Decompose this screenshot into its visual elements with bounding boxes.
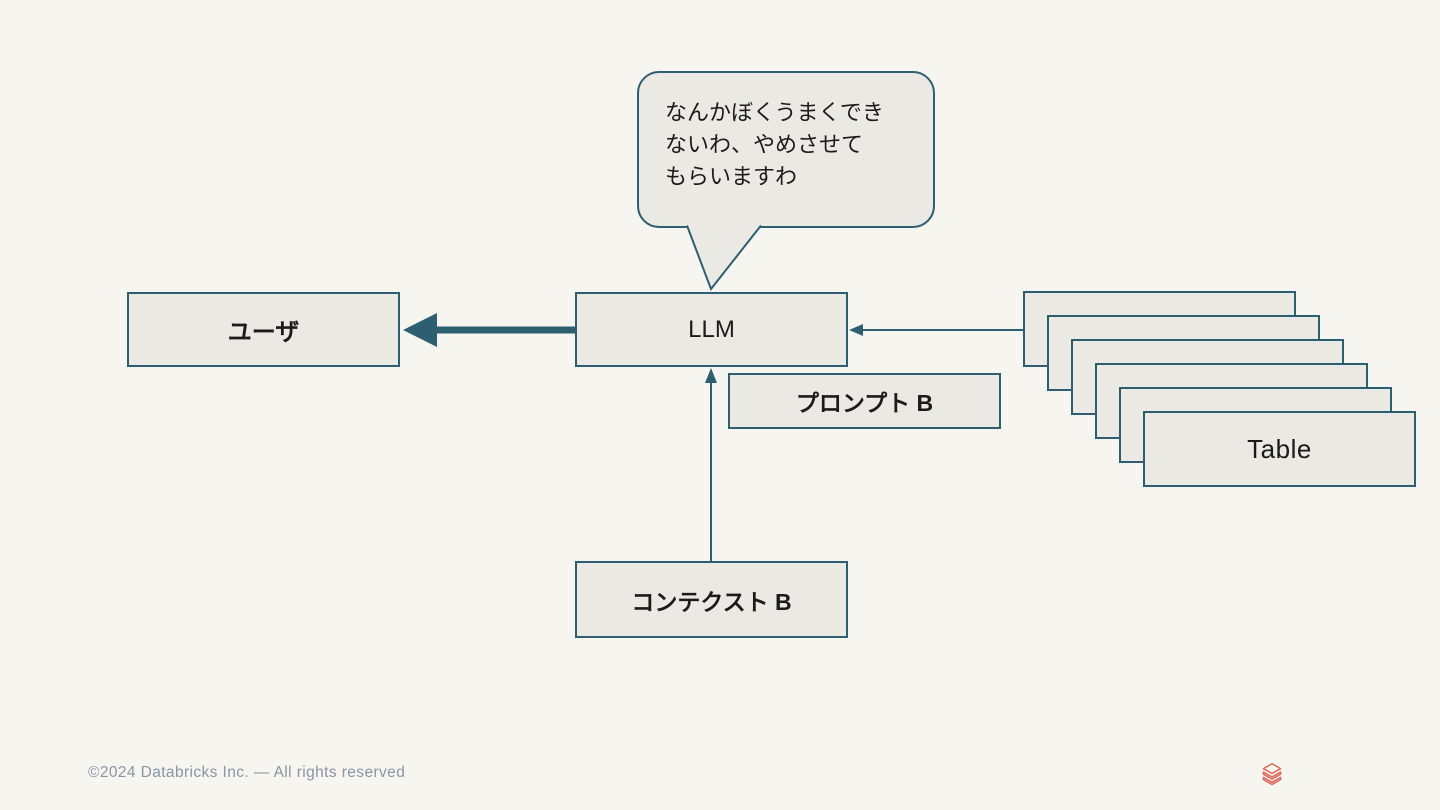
speech-bubble: なんかぼくうまくでき ないわ、やめさせて もらいますわ: [637, 71, 935, 228]
node-llm-label: LLM: [688, 315, 735, 343]
arrowhead-llm-to-user: [403, 313, 437, 347]
speech-bubble-line: ないわ、やめさせて: [665, 132, 864, 157]
node-user: ユーザ: [127, 292, 400, 367]
copyright-text: ©2024 Databricks Inc. — All rights reser…: [88, 764, 406, 781]
arrowhead-table-to-llm: [849, 324, 863, 336]
speech-bubble-tail-shape: [686, 224, 762, 292]
node-context-b: コンテクスト B: [575, 561, 848, 638]
arrowhead-context-to-llm: [705, 368, 717, 383]
node-llm: LLM: [575, 292, 848, 367]
table-stack-label: Table: [1247, 433, 1312, 464]
speech-bubble-line: なんかぼくうまくでき: [665, 100, 884, 125]
databricks-logo-icon: [1262, 763, 1282, 786]
node-prompt-b-label: プロンプト B: [795, 390, 934, 416]
node-context-b-label: コンテクスト B: [631, 588, 792, 615]
node-user-label: ユーザ: [227, 319, 300, 346]
speech-bubble-line: もらいますわ: [665, 164, 798, 189]
table-stack-front: Table: [1143, 411, 1416, 487]
node-prompt-b: プロンプト B: [728, 373, 1001, 429]
